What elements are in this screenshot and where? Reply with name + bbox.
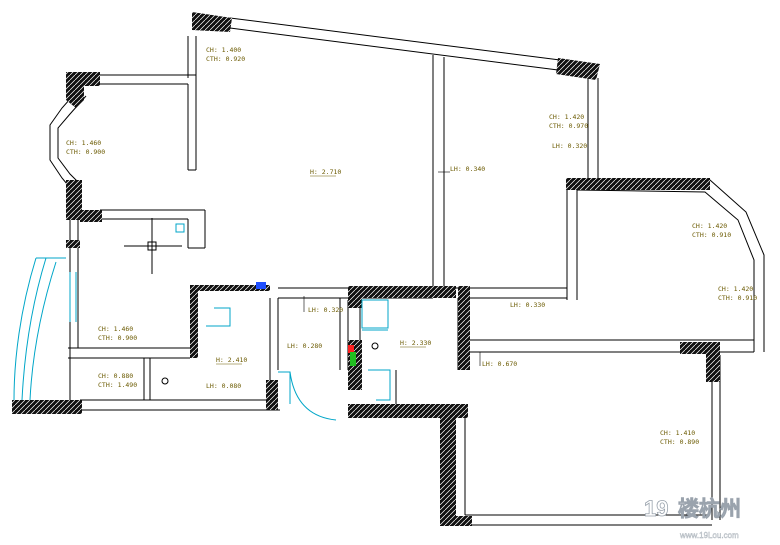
label-window-top-cth: CTH: 0.920 — [206, 55, 245, 63]
fixtures — [13, 223, 391, 421]
markers — [256, 282, 356, 366]
label-window-bay-right-ch: CH: 1.420 — [692, 222, 727, 230]
label-window-lower-left-cth: CTH: 0.900 — [98, 334, 137, 342]
watermark-number: 19 — [644, 496, 668, 521]
watermark-text: 楼杭州 — [678, 497, 741, 521]
label-lh-corridor2: LH: 0.320 — [308, 306, 343, 314]
label-window-bottom-right-cth: CTH: 0.890 — [660, 438, 699, 446]
label-window-lower-left2-ch: CH: 0.880 — [98, 372, 133, 380]
label-window-top-ch: CH: 1.400 — [206, 46, 241, 54]
solid-walls — [12, 12, 720, 526]
label-window-right-top-ch: CH: 1.420 — [549, 113, 584, 121]
watermark: 19 楼杭州 www.19Lou.com — [644, 496, 742, 541]
label-lh-bath-right: LH: 0.670 — [482, 360, 517, 368]
label-lh-bath-left: LH: 0.080 — [206, 382, 241, 390]
label-window-bay-right-cth: CTH: 0.910 — [692, 231, 731, 239]
label-height-bath-right: H: 2.330 — [400, 339, 431, 347]
label-lh-corridor: LH: 0.330 — [510, 301, 545, 309]
label-lh-partition: LH: 0.340 — [450, 165, 485, 173]
watermark-url: www.19Lou.com — [679, 531, 739, 540]
wall-lines — [49, 17, 765, 526]
label-window-lower-left2-cth: CTH: 1.490 — [98, 381, 137, 389]
label-height-living: H: 2.710 — [310, 168, 341, 176]
label-window-lower-left-ch: CH: 1.460 — [98, 325, 133, 333]
dimension-labels: CH: 1.400 CTH: 0.920 CH: 1.460 CTH: 0.90… — [66, 46, 757, 446]
label-height-bath-left: H: 2.410 — [216, 356, 247, 364]
label-window-bottom-right-ch: CH: 1.410 — [660, 429, 695, 437]
label-window-left-ch: CH: 1.460 — [66, 139, 101, 147]
label-lh-door: LH: 0.280 — [287, 342, 322, 350]
label-window-left-cth: CTH: 0.900 — [66, 148, 105, 156]
label-lh-right-top: LH: 0.320 — [552, 142, 587, 150]
ceiling-light-icon — [124, 218, 379, 385]
label-window-bay-right2-cth: CTH: 0.910 — [718, 294, 757, 302]
label-window-right-top-cth: CTH: 0.970 — [549, 122, 588, 130]
label-window-bay-right2-ch: CH: 1.420 — [718, 285, 753, 293]
